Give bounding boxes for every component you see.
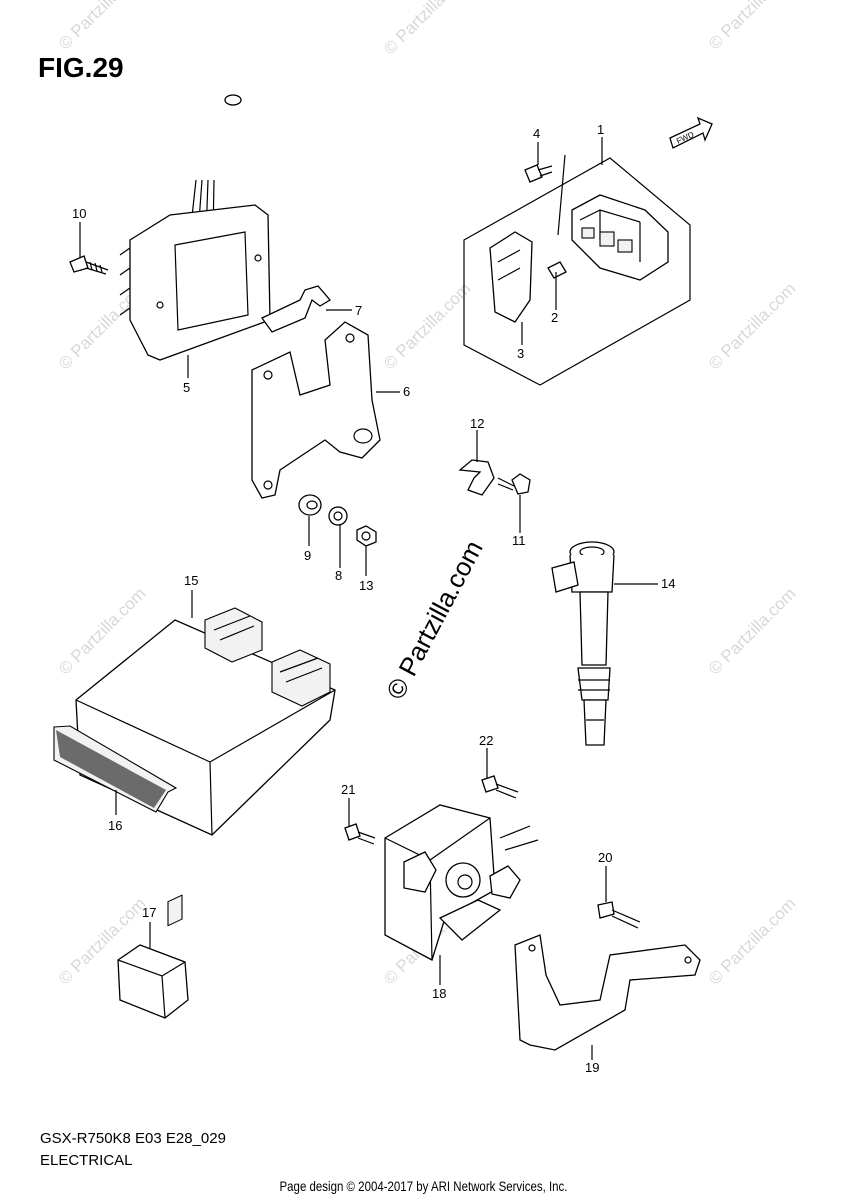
part-10-bolt [69, 255, 109, 275]
figure-title: FIG.29 [38, 52, 124, 83]
diagram-section-label: ELECTRICAL [40, 1152, 133, 1169]
callout-16: 16 [108, 818, 122, 833]
callout-8: 8 [335, 568, 342, 583]
leader-lines [79, 137, 658, 1060]
diagram-code: GSX-R750K8 E03 E28_029 [40, 1130, 226, 1147]
fwd-label: FWD [675, 130, 696, 146]
callout-10: 10 [72, 206, 86, 221]
callout-18: 18 [432, 986, 446, 1001]
part-16-pad [53, 725, 178, 813]
callout-13: 13 [359, 578, 373, 593]
part-11-bolt [497, 473, 531, 495]
part-20-bolt [597, 901, 641, 929]
part-22-bolt [481, 775, 519, 799]
callout-7: 7 [355, 303, 362, 318]
page-credit: Page design © 2004-2017 by ARI Network S… [279, 1178, 568, 1194]
callout-15: 15 [184, 573, 198, 588]
part-13-nut [356, 525, 377, 547]
callout-12: 12 [470, 416, 484, 431]
callout-3: 3 [517, 346, 524, 361]
callout-22: 22 [479, 733, 493, 748]
callout-2: 2 [551, 310, 558, 325]
part-12-clamp [458, 459, 495, 496]
callout-11: 11 [512, 533, 526, 548]
callout-21: 21 [341, 782, 355, 797]
part-21-bolt [344, 823, 376, 845]
callout-17: 17 [142, 905, 156, 920]
part-1-relay-group [463, 154, 691, 386]
fwd-arrow: FWD [669, 116, 713, 149]
part-14-ignition-coil [551, 541, 615, 746]
part-17-connector [117, 894, 189, 1019]
callout-20: 20 [598, 850, 612, 865]
callout-9: 9 [304, 548, 311, 563]
part-18-actuator [384, 804, 539, 961]
callout-4: 4 [533, 126, 540, 141]
part-5-regulator [119, 94, 271, 361]
callout-labels: 1 2 3 4 5 6 7 8 9 10 11 12 13 14 15 16 1… [72, 122, 675, 1075]
callout-5: 5 [183, 380, 190, 395]
callout-19: 19 [585, 1060, 599, 1075]
callout-6: 6 [403, 384, 410, 399]
part-15-ecu [75, 607, 336, 836]
part-9-grommet [298, 494, 322, 516]
part-8-washer [328, 506, 348, 526]
callout-14: 14 [661, 576, 675, 591]
part-6-bracket [251, 321, 381, 499]
part-7-clip [261, 285, 331, 333]
part-19-bracket [514, 934, 701, 1051]
callout-1: 1 [597, 122, 604, 137]
part-4-screw [524, 164, 553, 183]
